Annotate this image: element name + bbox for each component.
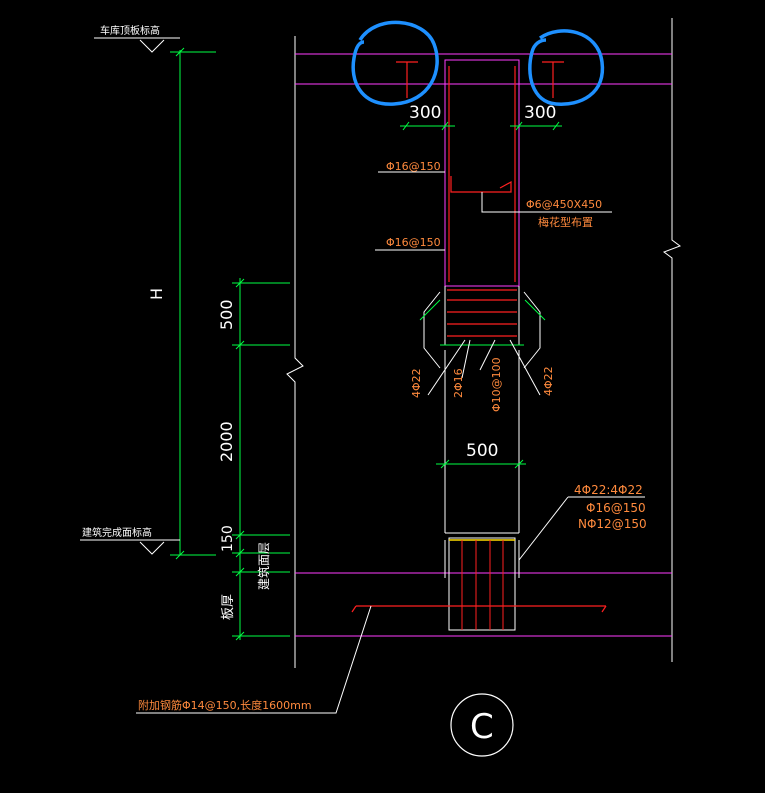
dim-300-right-label: 300: [524, 103, 556, 123]
dim-chain-tick-4: [235, 548, 245, 558]
splice-haunch-right: [523, 291, 541, 369]
stirrup-upper-label: Φ16@150: [386, 160, 441, 173]
right-boundary-break-line: [662, 18, 682, 662]
dim-300-right-tick-a: [515, 121, 523, 131]
splice-zone: [423, 286, 541, 369]
leader-tie-bar: [481, 192, 612, 213]
tie-bar-hook: [450, 176, 512, 193]
left-boundary-break-line: [286, 36, 304, 668]
bar-4phi22-right-label: 4Φ22: [542, 366, 555, 396]
tie-bar-note-label: 梅花型布置: [538, 215, 593, 229]
dim-chain-tick-6: [235, 631, 245, 641]
highlight-marks: [351, 20, 605, 106]
dim-300-right-tick-b: [552, 121, 560, 131]
floor-level-triangle: [139, 541, 165, 555]
embedded-cage: [444, 537, 520, 631]
bar-2phi16-label: 2Φ16: [452, 368, 465, 398]
dim-chain-tick-1: [235, 278, 245, 288]
finished-floor-level-label: 建筑完成面标高: [82, 526, 152, 539]
detail-label-circle: [450, 693, 514, 757]
dim-h-tick-top: [175, 47, 185, 57]
dimension-lines: [170, 47, 562, 641]
detail-label: C: [470, 707, 494, 747]
bar-phi10-100-label: Φ10@100: [490, 357, 503, 412]
embedded-cage-outline: [448, 537, 516, 631]
floor-buildup-label: 建筑面层: [256, 542, 271, 590]
roof-slab-level-label: 车库顶板标高: [100, 24, 160, 37]
dim-chain-tick-3: [235, 530, 245, 540]
tie-bar-label: Φ6@450X450: [526, 198, 602, 211]
leader-2phi16: [461, 339, 471, 379]
leader-embed-diag: [518, 496, 569, 561]
embed-bars-label: 4Φ22:4Φ22: [574, 483, 643, 497]
column-outline: [444, 59, 520, 287]
roof-level-triangle: [139, 39, 165, 53]
embed-stirrup-label: Φ16@150: [586, 501, 646, 515]
splice-stirrups: [447, 289, 517, 337]
additional-bar-hook-right: [601, 605, 607, 613]
highlight-circle-left: [351, 20, 439, 106]
dim-chain-tick-2: [235, 340, 245, 350]
leader-4phi22-left: [427, 339, 466, 396]
embed-ties-label: NΦ12@150: [578, 517, 647, 531]
dim-500-width-tick-a: [440, 459, 450, 469]
dim-300-left-tick-b: [441, 121, 449, 131]
splice-leader-left: [419, 299, 441, 321]
dim-300-left-tick-a: [402, 121, 410, 131]
column-rebar: [396, 61, 564, 282]
height-symbol-label: H: [147, 288, 166, 300]
additional-slab-bars: [351, 605, 607, 613]
additional-bar-hook-left: [351, 605, 357, 613]
highlight-circle-right: [528, 29, 605, 106]
splice-leader-right: [524, 299, 546, 321]
leader-lines: [80, 37, 645, 714]
splice-haunch-left: [423, 291, 441, 369]
dim-2000-label: 2000: [217, 421, 236, 462]
leader-4phi22-right: [509, 339, 541, 396]
dim-h-tick-bottom: [175, 550, 185, 560]
leader-additional-bars: [136, 605, 372, 714]
dim-500-vertical-label: 500: [217, 299, 236, 330]
dim-300-left-label: 300: [409, 103, 441, 123]
slab-thickness-label: 板厚: [221, 594, 236, 620]
stirrup-lower-label: Φ16@150: [386, 236, 441, 249]
dim-500-width-tick-b: [514, 459, 524, 469]
dim-500-width-label: 500: [466, 441, 498, 461]
dim-150-label: 150: [220, 525, 236, 552]
additional-bars-label: 附加钢筋Φ14@150,长度1600mm: [138, 698, 312, 712]
boundary-lines: [286, 18, 682, 668]
column-lower: [444, 350, 520, 534]
dim-chain-tick-5: [235, 567, 245, 577]
leader-phi10: [479, 339, 496, 371]
bar-4phi22-left-label: 4Φ22: [410, 368, 423, 398]
